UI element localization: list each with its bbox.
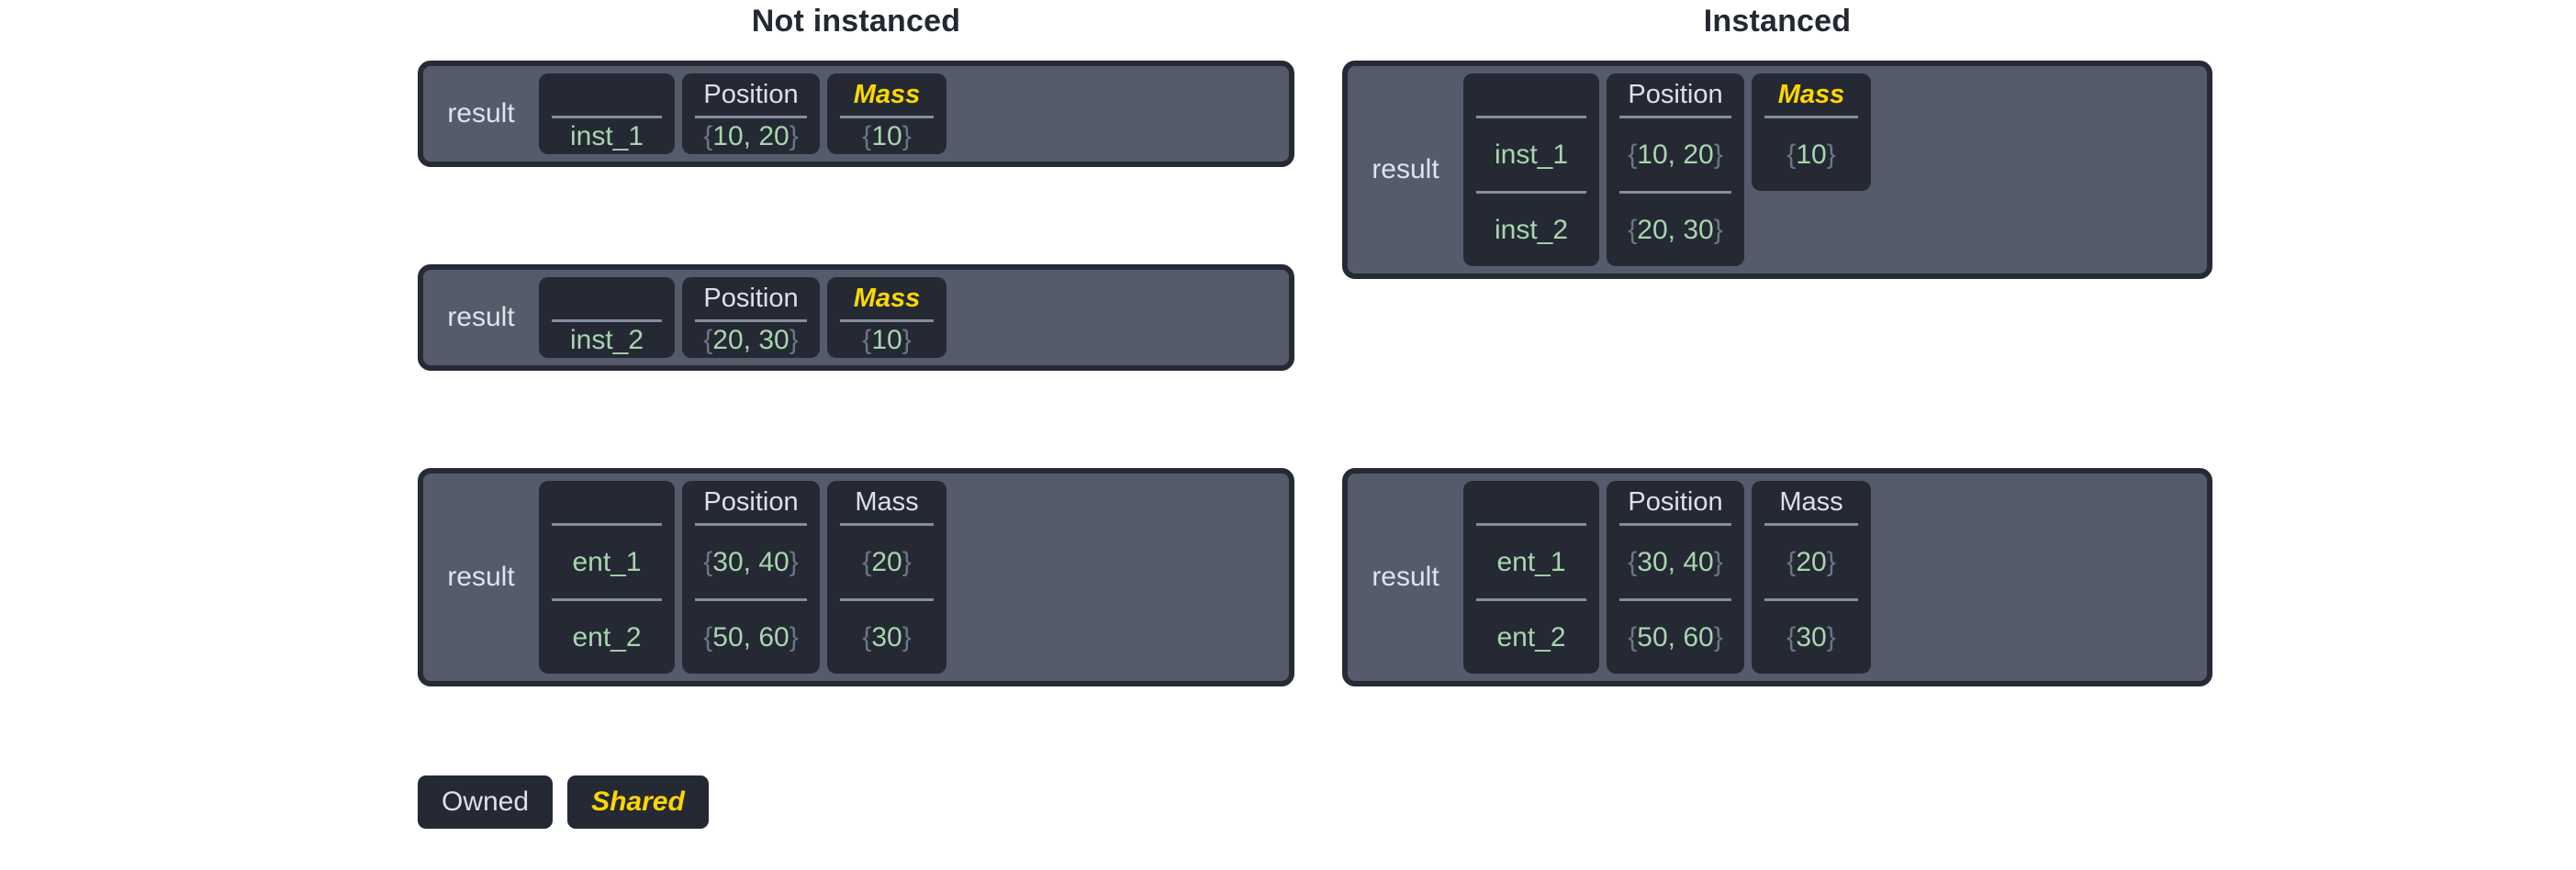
name-column: ent_1 ent_2	[1463, 481, 1599, 674]
name-header	[539, 277, 675, 319]
row-separator	[552, 523, 662, 526]
position-value: {50, 60}	[703, 621, 799, 652]
row-separator	[1619, 191, 1731, 194]
position-value: {30, 40}	[703, 546, 799, 577]
owner-label: result	[1372, 154, 1439, 184]
mass-value: {20}	[1786, 546, 1836, 577]
row-separator	[1476, 523, 1586, 526]
name-column: inst_1 inst_2	[1463, 73, 1599, 266]
position-column: Position {30, 40} {50, 60}	[682, 481, 820, 674]
position-value: {10, 20}	[1628, 139, 1723, 170]
row-separator	[1619, 523, 1731, 526]
name-value: inst_1	[1494, 139, 1569, 170]
owner-label: result	[447, 562, 515, 592]
column-title-not-instanced: Not instanced	[751, 4, 961, 39]
position-value: {10, 20}	[703, 120, 799, 151]
legend: Owned Shared	[418, 775, 709, 829]
position-column: Position {10, 20}	[682, 73, 820, 154]
position-value: {20, 30}	[1628, 214, 1723, 245]
name-header	[539, 481, 675, 523]
row-separator	[1476, 598, 1586, 601]
name-header	[1463, 73, 1599, 116]
name-column: inst_1	[539, 73, 675, 154]
row-separator	[840, 116, 934, 118]
name-value: ent_2	[572, 621, 642, 652]
owner-label: result	[1372, 562, 1439, 592]
mass-column: Mass {10}	[1752, 73, 1871, 191]
position-value: {50, 60}	[1628, 621, 1723, 652]
row-separator	[840, 319, 934, 322]
mass-value: {10}	[862, 324, 912, 355]
data-block: result inst_1 inst_2 Position {10, 20} {20, 3…	[1342, 61, 2212, 279]
name-value: ent_1	[1496, 546, 1566, 577]
legend-chip-shared: Shared	[567, 775, 709, 829]
mass-header: Mass	[1777, 79, 1845, 109]
name-column: inst_2	[539, 277, 675, 358]
row-separator	[1619, 598, 1731, 601]
mass-column: Mass {20} {30}	[1752, 481, 1871, 674]
position-header: Position	[1628, 79, 1723, 109]
name-value: inst_2	[569, 324, 644, 355]
row-separator	[1764, 116, 1858, 118]
mass-value: {30}	[1786, 621, 1836, 652]
row-separator	[1476, 116, 1586, 118]
mass-column: Mass {10}	[827, 277, 946, 358]
row-separator	[695, 116, 807, 118]
legend-chip-owned: Owned	[418, 775, 554, 829]
position-header: Position	[703, 283, 799, 313]
row-separator	[695, 598, 807, 601]
data-block: result ent_1 ent_2 Position {30, 40} {50, 60}…	[418, 468, 1294, 686]
name-value: ent_2	[1496, 621, 1566, 652]
data-block: result inst_2 Position {20, 30} Mass {10}	[418, 264, 1294, 371]
row-separator	[695, 523, 807, 526]
data-block: result ent_1 ent_2 Position {30, 40} {50, 60}…	[1342, 468, 2212, 686]
row-separator	[695, 319, 807, 322]
data-block: result inst_1 Position {10, 20} Mass {10}	[418, 61, 1294, 167]
name-header	[1463, 481, 1599, 523]
mass-header: Mass	[1779, 486, 1843, 517]
mass-header: Mass	[855, 486, 919, 517]
column-title-instanced: Instanced	[1703, 4, 1852, 39]
row-separator	[1764, 523, 1858, 526]
owner-label: result	[447, 302, 515, 332]
row-separator	[552, 116, 662, 118]
row-separator	[840, 523, 934, 526]
row-separator	[1764, 598, 1858, 601]
mass-value: {30}	[862, 621, 912, 652]
row-separator	[840, 598, 934, 601]
row-separator	[552, 598, 662, 601]
mass-column: Mass {20} {30}	[827, 481, 946, 674]
position-value: {30, 40}	[1628, 546, 1723, 577]
name-value: inst_1	[569, 120, 644, 151]
position-column: Position {30, 40} {50, 60}	[1607, 481, 1744, 674]
name-value: ent_1	[572, 546, 642, 577]
name-header	[539, 73, 675, 116]
mass-column: Mass {10}	[827, 73, 946, 154]
owner-label: result	[447, 98, 515, 128]
mass-value: {10}	[1786, 139, 1836, 170]
mass-value: {20}	[862, 546, 912, 577]
position-header: Position	[703, 486, 799, 517]
name-value: inst_2	[1494, 214, 1569, 245]
mass-header: Mass	[853, 283, 921, 313]
position-column: Position {10, 20} {20, 30}	[1607, 73, 1744, 266]
row-separator	[1619, 116, 1731, 118]
row-separator	[552, 319, 662, 322]
mass-value: {10}	[862, 120, 912, 151]
name-column: ent_1 ent_2	[539, 481, 675, 674]
position-header: Position	[1628, 486, 1723, 517]
position-column: Position {20, 30}	[682, 277, 820, 358]
position-header: Position	[703, 79, 799, 109]
row-separator	[1476, 191, 1586, 194]
mass-header: Mass	[853, 79, 921, 109]
position-value: {20, 30}	[703, 324, 799, 355]
